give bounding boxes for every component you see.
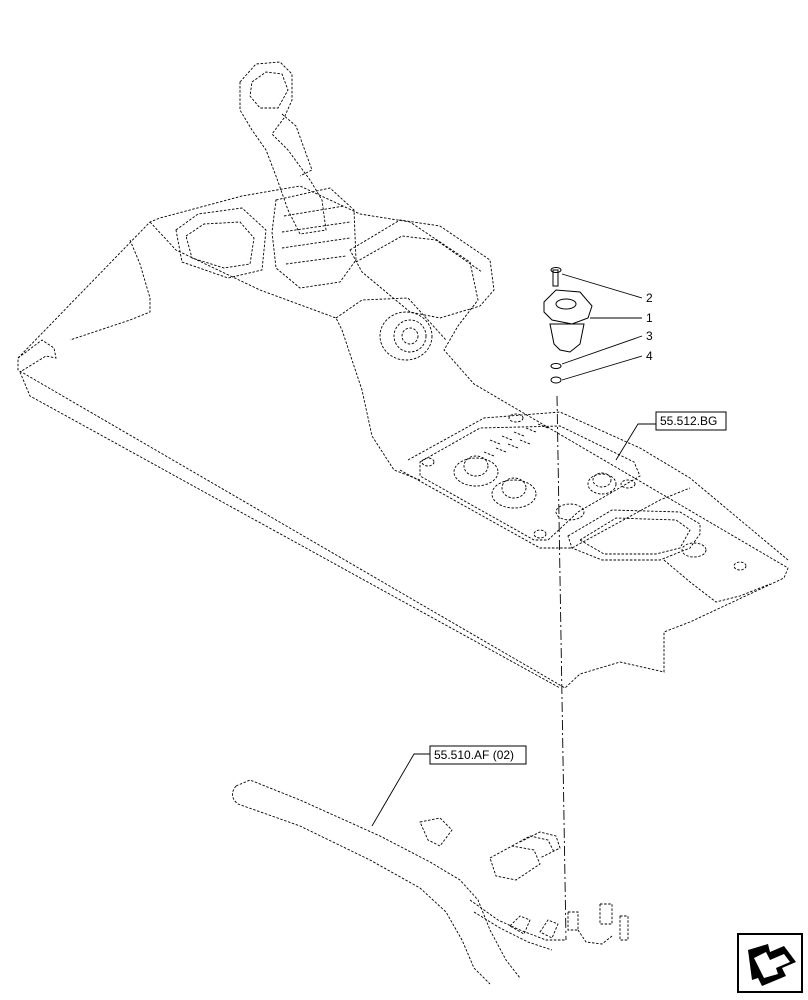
callout-3: 3 — [646, 329, 653, 343]
callout-1: 1 — [646, 311, 653, 325]
ref-console-box[interactable]: 55.512.BG — [655, 411, 727, 431]
exploded-parts — [543, 267, 593, 941]
return-arrow-icon[interactable] — [737, 933, 803, 993]
ref-harness-box[interactable]: 55.510.AF (02) — [429, 745, 527, 765]
ref-harness-label: 55.510.AF (02) — [434, 748, 514, 762]
callout-4: 4 — [646, 349, 653, 363]
armrest-pad — [349, 219, 495, 319]
callout-leaders — [371, 273, 656, 827]
callout-2: 2 — [646, 291, 653, 305]
control-panel — [453, 423, 617, 509]
joystick — [239, 61, 357, 289]
armrest-console — [17, 185, 789, 689]
wiring-harness — [232, 779, 629, 985]
ref-console-label: 55.512.BG — [660, 414, 717, 428]
rotary-knob — [379, 311, 433, 361]
